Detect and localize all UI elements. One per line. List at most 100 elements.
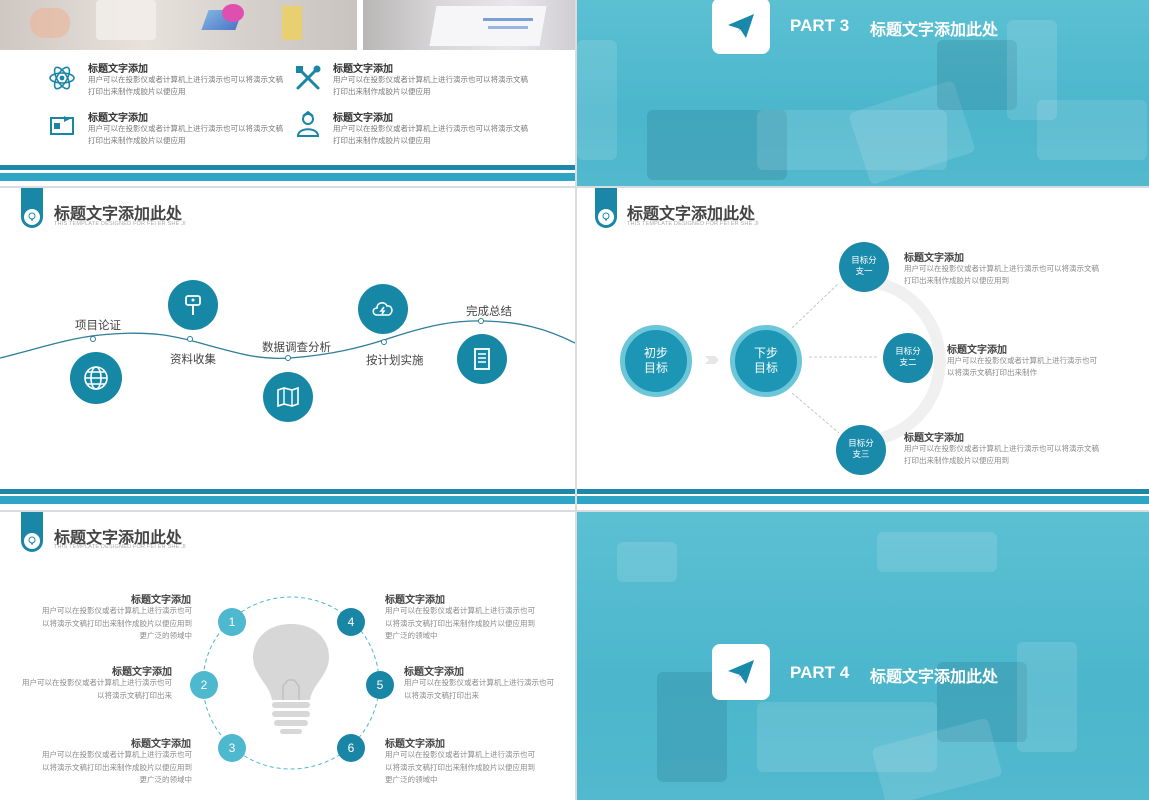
slide-subtitle: THIS TEMPLATE DESIGNED FOR FEI ER SHE JI	[54, 544, 186, 550]
item-title: 标题文字添加	[131, 595, 191, 606]
part-number: PART 4	[790, 663, 850, 682]
bottom-stripe	[0, 489, 575, 494]
branch-body: 用户可以在投影仪或者计算机上进行演示也可以将演示文稿打印出来制作	[947, 356, 1097, 377]
item-number: 4	[337, 608, 365, 636]
branch-node: 目标分支二	[883, 333, 933, 383]
desk-photo-right	[363, 0, 575, 50]
document-icon	[457, 334, 507, 384]
item-title: 标题文字添加	[112, 667, 172, 678]
item-body: 用户可以在投影仪或者计算机上进行演示也可以将演示文稿打印出来	[22, 678, 172, 700]
step-label: 项目论证	[75, 318, 121, 332]
item-body: 用户可以在投影仪或者计算机上进行演示也可以将演示文稿打印出来制作成胶片以便应用到…	[42, 606, 192, 640]
item-title: 标题文字添加	[385, 595, 445, 606]
flow-connectors	[705, 277, 946, 444]
bg-decoration	[937, 40, 1017, 110]
item-body: 用户可以在投影仪或者计算机上进行演示也可以将演示文稿打印出来制作成胶片以便应用到…	[42, 750, 192, 784]
bg-decoration	[877, 532, 997, 572]
header-tab	[21, 188, 43, 228]
item-number: 1	[218, 608, 246, 636]
step-label: 按计划实施	[366, 353, 424, 367]
slide-title: 标题文字添加此处	[54, 528, 183, 547]
bg-decoration	[647, 110, 787, 180]
part-title: 标题文字添加此处	[870, 667, 999, 686]
bottom-stripe	[577, 489, 1149, 494]
bottom-stripe	[0, 173, 575, 181]
item-body: 用户可以在投影仪或者计算机上进行演示也可以将演示文稿打印出来制作成胶片以便应用到…	[385, 750, 535, 784]
branch-body: 用户可以在投影仪或者计算机上进行演示也可以将演示文稿打印出来制作成胶片以便应用到	[904, 444, 1099, 465]
next-target-node: 下步目标	[730, 325, 802, 397]
feature-title: 标题文字添加	[333, 113, 393, 124]
slide-part-3[interactable]: PART 3 标题文字添加此处	[577, 0, 1149, 186]
slide-subtitle: THIS TEMPLATE DESIGNED FOR FEI ER SHE JI	[54, 221, 186, 227]
feature-body: 用户可以在投影仪或者计算机上进行演示也可以将演示文稿打印出来制作成胶片以便应用	[333, 75, 528, 96]
feature-title: 标题文字添加	[88, 113, 148, 124]
presentation-icon	[48, 112, 76, 140]
paper-plane-icon-box	[712, 644, 770, 700]
atom-icon	[48, 64, 76, 92]
feature-body: 用户可以在投影仪或者计算机上进行演示也可以将演示文稿打印出来制作成胶片以便应用	[333, 124, 528, 145]
slide-title: 标题文字添加此处	[627, 204, 756, 223]
step-label: 资料收集	[170, 352, 216, 366]
bg-decoration	[757, 110, 947, 170]
item-number: 2	[190, 671, 218, 699]
bg-decoration	[1037, 100, 1147, 160]
branch-title: 标题文字添加	[947, 345, 1007, 356]
start-target-node: 初步目标	[620, 325, 692, 397]
cloud-power-icon	[358, 284, 408, 334]
header-tab	[595, 188, 617, 228]
item-number: 6	[337, 734, 365, 762]
branch-title: 标题文字添加	[904, 433, 964, 444]
bulb-icon	[602, 212, 610, 221]
slide-title: 标题文字添加此处	[54, 204, 183, 223]
bulb-icon	[28, 212, 36, 221]
start-target-label: 初步目标	[643, 346, 668, 375]
slide-timeline[interactable]: 标题文字添加此处 THIS TEMPLATE DESIGNED FOR FEI …	[0, 188, 575, 510]
header-tab	[21, 512, 43, 552]
paper-plane-icon	[728, 14, 754, 38]
desk-photo-left	[0, 0, 357, 50]
map-icon	[263, 372, 313, 422]
slide-features[interactable]: 标题文字添加 用户可以在投影仪或者计算机上进行演示也可以将演示文稿打印出来制作成…	[0, 0, 575, 186]
feature-title: 标题文字添加	[88, 64, 148, 75]
item-title: 标题文字添加	[385, 739, 445, 750]
tools-icon	[294, 64, 322, 92]
bg-decoration	[617, 542, 677, 582]
bg-decoration	[1007, 20, 1057, 120]
item-title: 标题文字添加	[131, 739, 191, 750]
paper-plane-icon-box	[712, 0, 770, 54]
bottom-stripe	[577, 496, 1149, 504]
item-number: 5	[366, 671, 394, 699]
item-body: 用户可以在投影仪或者计算机上进行演示也可以将演示文稿打印出来制作成胶片以便应用到…	[385, 606, 535, 640]
step-label: 完成总结	[466, 304, 512, 318]
timeline-wave	[0, 318, 575, 361]
feature-body: 用户可以在投影仪或者计算机上进行演示也可以将演示文稿打印出来制作成胶片以便应用	[88, 75, 283, 96]
slide-subtitle: THIS TEMPLATE DESIGNED FOR FEI ER SHE JI	[627, 221, 759, 227]
teacher-icon	[294, 110, 322, 138]
bg-decoration	[577, 40, 617, 160]
bg-decoration	[757, 702, 937, 772]
signpost-icon	[168, 280, 218, 330]
branch-title: 标题文字添加	[904, 253, 964, 264]
item-title: 标题文字添加	[404, 667, 464, 678]
slide-target-flow[interactable]: 标题文字添加此处 THIS TEMPLATE DESIGNED FOR FEI …	[577, 188, 1149, 510]
slide-lightbulb[interactable]: 标题文字添加此处 THIS TEMPLATE DESIGNED FOR FEI …	[0, 512, 575, 800]
next-target-label: 下步目标	[753, 346, 778, 375]
bg-decoration	[937, 662, 1027, 742]
bottom-stripe	[0, 165, 575, 170]
item-body: 用户可以在投影仪或者计算机上进行演示也可以将演示文稿打印出来	[404, 678, 554, 700]
bulb-icon	[28, 536, 36, 545]
branch-node: 目标分支三	[836, 425, 886, 475]
step-label: 数据调查分析	[262, 340, 331, 354]
branch-node: 目标分支一	[839, 242, 889, 292]
globe-icon	[70, 352, 122, 404]
part-title: 标题文字添加此处	[870, 20, 999, 39]
feature-body: 用户可以在投影仪或者计算机上进行演示也可以将演示文稿打印出来制作成胶片以便应用	[88, 124, 283, 145]
bg-decoration	[1017, 642, 1077, 752]
slide-part-4[interactable]: PART 4 标题文字添加此处	[577, 512, 1149, 800]
feature-title: 标题文字添加	[333, 64, 393, 75]
bottom-stripe	[0, 496, 575, 504]
paper-plane-icon	[728, 660, 754, 684]
item-number: 3	[218, 734, 246, 762]
branch-body: 用户可以在投影仪或者计算机上进行演示也可以将演示文稿打印出来制作成胶片以便应用到	[904, 264, 1099, 285]
part-number: PART 3	[790, 16, 850, 35]
